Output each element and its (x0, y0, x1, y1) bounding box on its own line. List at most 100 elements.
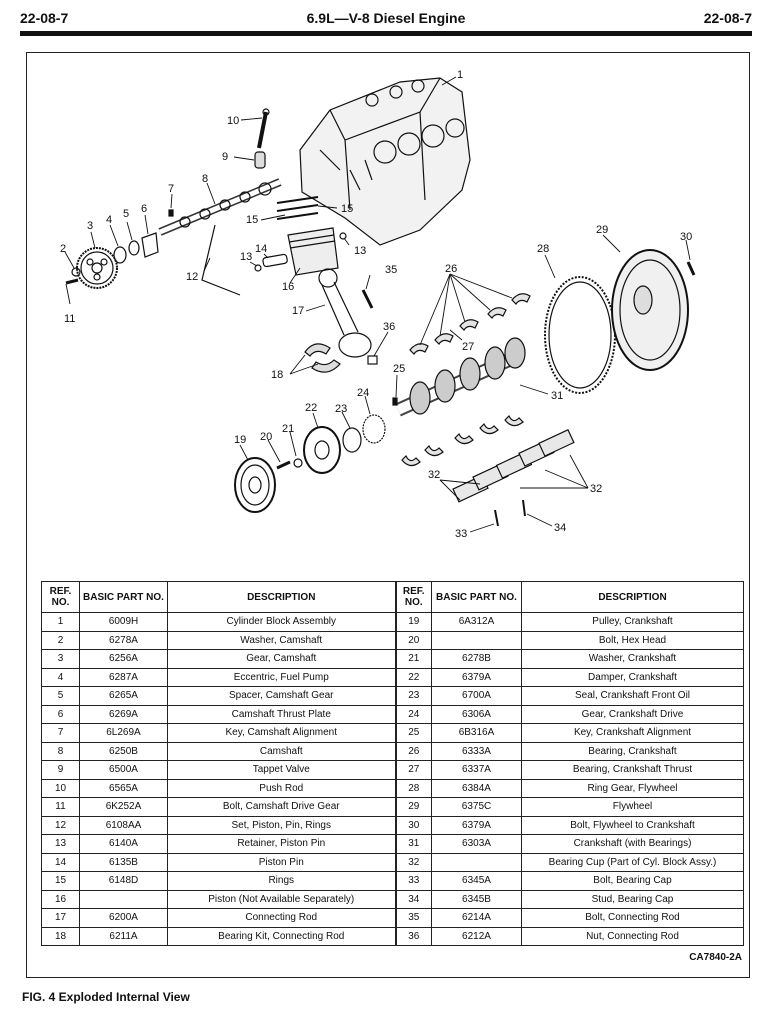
cell-ref-left: 2 (41, 630, 80, 650)
cell-part-right: 6306A (431, 704, 522, 724)
page-number-right: 22-08-7 (703, 10, 752, 26)
callout-26: 26 (445, 263, 457, 275)
cell-description-left: Eccentric, Fuel Pump (167, 667, 396, 687)
cell-description-right: Bearing Cup (Part of Cyl. Block Assy.) (521, 852, 744, 872)
cell-ref-left: 17 (41, 908, 80, 928)
cell-part-left: 6269A (79, 704, 168, 724)
cell-ref-right: 33 (394, 871, 432, 891)
cell-ref-left: 9 (41, 760, 80, 780)
callout-27: 27 (462, 341, 474, 353)
cell-description-left: Set, Piston, Pin, Rings (167, 815, 396, 835)
connecting-rod-nut-drawing (367, 355, 378, 365)
cell-description-right: Seal, Crankshaft Front Oil (521, 686, 744, 706)
connecting-rod-drawing (318, 268, 372, 358)
crankshaft-pulley-drawing (234, 457, 276, 513)
cell-ref-left: 4 (41, 667, 80, 687)
cell-description-right: Bolt, Flywheel to Crankshaft (521, 815, 744, 835)
callout-19: 19 (234, 434, 246, 446)
tappet-valve-drawing (254, 151, 266, 169)
cell-description-left: Bolt, Camshaft Drive Gear (167, 797, 396, 817)
callout-30: 30 (680, 231, 692, 243)
cell-description-left: Bearing Kit, Connecting Rod (167, 926, 396, 946)
cell-description-left: Piston Pin (167, 852, 396, 872)
cell-part-right: 6B316A (431, 723, 522, 743)
callout-13-right: 13 (354, 245, 366, 257)
cell-ref-right: 28 (394, 778, 432, 798)
cell-description-left: Tappet Valve (167, 760, 396, 780)
cell-ref-right: 26 (394, 741, 432, 761)
cell-description-right: Bearing, Crankshaft Thrust (521, 760, 744, 780)
header-description-right: DESCRIPTION (521, 581, 744, 613)
cell-part-right: 6333A (431, 741, 522, 761)
cell-part-right (431, 852, 522, 872)
cell-description-right: Nut, Connecting Rod (521, 926, 744, 946)
callout-numbers: 1 2 3 4 5 6 7 8 9 10 11 12 13 13 14 15 1… (60, 69, 692, 540)
header-basic-left: BASIC PART NO. (79, 581, 168, 613)
cylinder-block-drawing (299, 77, 471, 246)
eccentric-drawing (113, 246, 127, 264)
cell-description-left: Piston (Not Available Separately) (167, 889, 396, 909)
cell-part-right: 6345A (431, 871, 522, 891)
cell-ref-left: 3 (41, 649, 80, 669)
push-rod-drawing (257, 108, 270, 149)
cell-ref-right: 22 (394, 667, 432, 687)
callout-16: 16 (282, 281, 294, 293)
ring-gear-drawing (544, 276, 616, 394)
callout-17: 17 (292, 305, 304, 317)
callout-23: 23 (335, 403, 347, 415)
callout-25: 25 (393, 363, 405, 375)
callout-11: 11 (64, 313, 75, 325)
header-ref-right: REF. NO. (394, 581, 432, 613)
cell-part-left: 6211A (79, 926, 168, 946)
connecting-rod-bolt-drawing (361, 289, 374, 309)
cell-part-right: 6A312A (431, 612, 522, 632)
callout-36: 36 (383, 321, 395, 333)
cell-description-right: Bolt, Hex Head (521, 630, 744, 650)
cell-ref-left: 11 (41, 797, 80, 817)
cell-description-left: Gear, Camshaft (167, 649, 396, 669)
cell-ref-left: 14 (41, 852, 80, 872)
crankshaft-drawing (395, 337, 526, 417)
page-title: 6.9L—V-8 Diesel Engine (306, 10, 466, 26)
cell-part-right: 6214A (431, 908, 522, 928)
camshaft-drive-gear-bolt-drawing (65, 278, 79, 285)
hex-head-bolt-drawing (276, 460, 291, 470)
cell-part-left: 6148D (79, 871, 168, 891)
cell-ref-left: 6 (41, 704, 80, 724)
cell-description-left: Cylinder Block Assembly (167, 612, 396, 632)
cell-ref-left: 7 (41, 723, 80, 743)
cell-ref-right: 34 (394, 889, 432, 909)
flywheel-bolt-drawing (686, 261, 696, 276)
cell-ref-right: 29 (394, 797, 432, 817)
bearing-cap-bolt-drawing (494, 509, 499, 527)
spacer-drawing (128, 240, 140, 256)
callout-29: 29 (596, 224, 608, 236)
crankshaft-washer-drawing (293, 458, 303, 468)
flywheel-drawing (611, 249, 689, 371)
cell-ref-left: 1 (41, 612, 80, 632)
cell-ref-right: 24 (394, 704, 432, 724)
leader-lines (64, 76, 691, 533)
cell-description-right: Pulley, Crankshaft (521, 612, 744, 632)
camshaft-key-drawing (168, 209, 174, 217)
cell-description-left: Push Rod (167, 778, 396, 798)
callout-31: 31 (551, 390, 563, 402)
thrust-plate-drawing (141, 232, 159, 258)
damper-hub (314, 440, 330, 460)
callout-1: 1 (457, 69, 463, 81)
cell-description-left: Connecting Rod (167, 908, 396, 928)
figure-caption: FIG. 4 Exploded Internal View (22, 990, 190, 1004)
callout-10: 10 (227, 115, 239, 127)
cell-description-right: Bearing, Crankshaft (521, 741, 744, 761)
callout-32-left: 32 (428, 469, 440, 481)
cell-ref-right: 27 (394, 760, 432, 780)
cell-description-left: Washer, Camshaft (167, 630, 396, 650)
cell-description-right: Flywheel (521, 797, 744, 817)
figure-frame (26, 52, 750, 978)
